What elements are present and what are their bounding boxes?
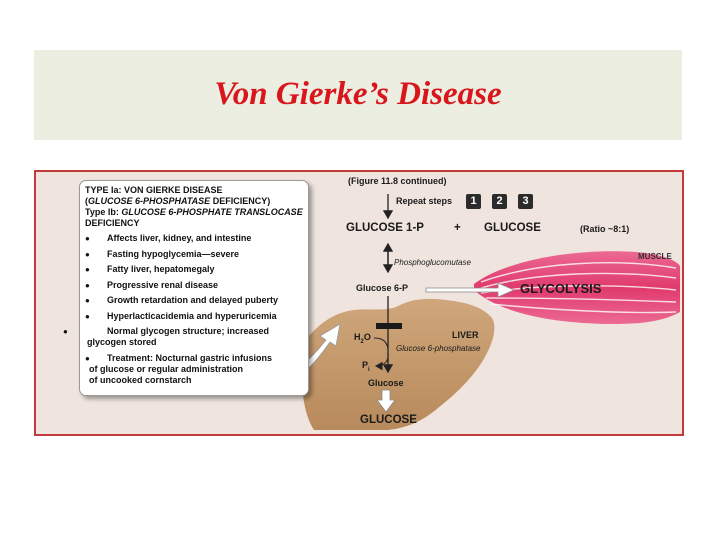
ratio-label: (Ratio ~8:1): [580, 224, 630, 234]
type-ia-enzyme: GLUCOSE 6-PHOSPHATASE: [88, 196, 211, 206]
glycolysis-label: GLYCOLYSIS: [520, 281, 602, 296]
h2o-sub: 2: [360, 338, 364, 345]
liver-label: LIVER: [452, 330, 479, 340]
pi-label: Pi: [362, 360, 370, 373]
figure-note: (Figure 11.8 continued): [348, 176, 447, 186]
feature-list: Affects liver, kidney, and intestine Fas…: [63, 233, 304, 386]
step-badge-1: 1: [466, 194, 481, 209]
enzyme-block-bar: [376, 323, 402, 329]
arrow-h2o: [373, 337, 389, 349]
glucose-6p-label: Glucose 6-P: [356, 283, 409, 293]
glycogen-line-1: Normal glycogen structure; increased: [107, 326, 270, 336]
glucose-1p-label: GLUCOSE 1-P: [346, 222, 424, 234]
liver-shape: [302, 298, 495, 430]
treatment-line-2: of glucose or regular administration: [89, 363, 244, 374]
type-ib-label: Type Ib:: [85, 207, 122, 217]
feature-item-treatment: Treatment: Nocturnal gastric infusions o…: [85, 353, 304, 386]
type-ia-paren: (: [85, 196, 88, 206]
step-badge-3: 3: [518, 194, 533, 209]
type-ia-header: TYPE Ia: VON GIERKE DISEASE (GLUCOSE 6-P…: [85, 185, 304, 229]
h2o-tail: O: [363, 332, 371, 342]
mutase-enzyme-label: Phosphoglucomutase: [394, 258, 471, 267]
feature-item: Hyperlacticacidemia and hyperuricemia: [85, 311, 304, 322]
step-badge-2: 2: [492, 194, 507, 209]
feature-item-glycogen: Normal glycogen structure; increased gly…: [63, 326, 304, 348]
muscle-label: MUSCLE: [638, 252, 672, 261]
type-ib-suffix: DEFICIENCY: [85, 218, 140, 228]
glucose-label: GLUCOSE: [484, 222, 541, 234]
treatment-line-3: of uncooked cornstarch: [89, 374, 192, 385]
feature-item: Affects liver, kidney, and intestine: [85, 233, 304, 244]
arrow-pi: [374, 357, 389, 371]
pi-base: P: [362, 360, 369, 370]
glycogen-line-2: glycogen stored: [87, 337, 157, 347]
slide-title: Von Gierke’s Disease: [214, 76, 502, 112]
phosphatase-enzyme-label: Glucose 6-phosphatase: [396, 344, 481, 353]
repeat-steps-label: Repeat steps: [396, 196, 453, 206]
feature-item: Progressive renal disease: [85, 280, 304, 291]
feature-item: Fasting hypoglycemia—severe: [85, 249, 304, 260]
pathway-diagram: [271, 194, 680, 430]
treatment-line-1: Treatment: Nocturnal gastric infusions: [107, 352, 273, 363]
figure-panel: TYPE Ia: VON GIERKE DISEASE (GLUCOSE 6-P…: [34, 170, 684, 436]
feature-item: Growth retardation and delayed puberty: [85, 295, 304, 306]
pi-sub: i: [368, 366, 370, 373]
h2o-label: H2O: [354, 332, 371, 345]
title-band: Von Gierke’s Disease: [34, 50, 682, 140]
glucose-liver-label: Glucose: [368, 378, 404, 388]
type-ia-suffix: DEFICIENCY): [210, 196, 271, 206]
plus-sign: +: [454, 222, 461, 234]
arrow-to-final-glucose: [376, 389, 396, 413]
type-ib-enzyme: GLUCOSE 6-PHOSPHATE TRANSLOCASE: [121, 207, 303, 217]
final-glucose-label: GLUCOSE: [360, 414, 417, 426]
arrow-to-glycolysis: [425, 282, 515, 298]
feature-item: Fatty liver, hepatomegaly: [85, 264, 304, 275]
type-ia-label: TYPE Ia: VON GIERKE DISEASE: [85, 185, 223, 195]
h2o-base: H: [354, 332, 361, 342]
disease-info-box: TYPE Ia: VON GIERKE DISEASE (GLUCOSE 6-P…: [63, 180, 309, 396]
